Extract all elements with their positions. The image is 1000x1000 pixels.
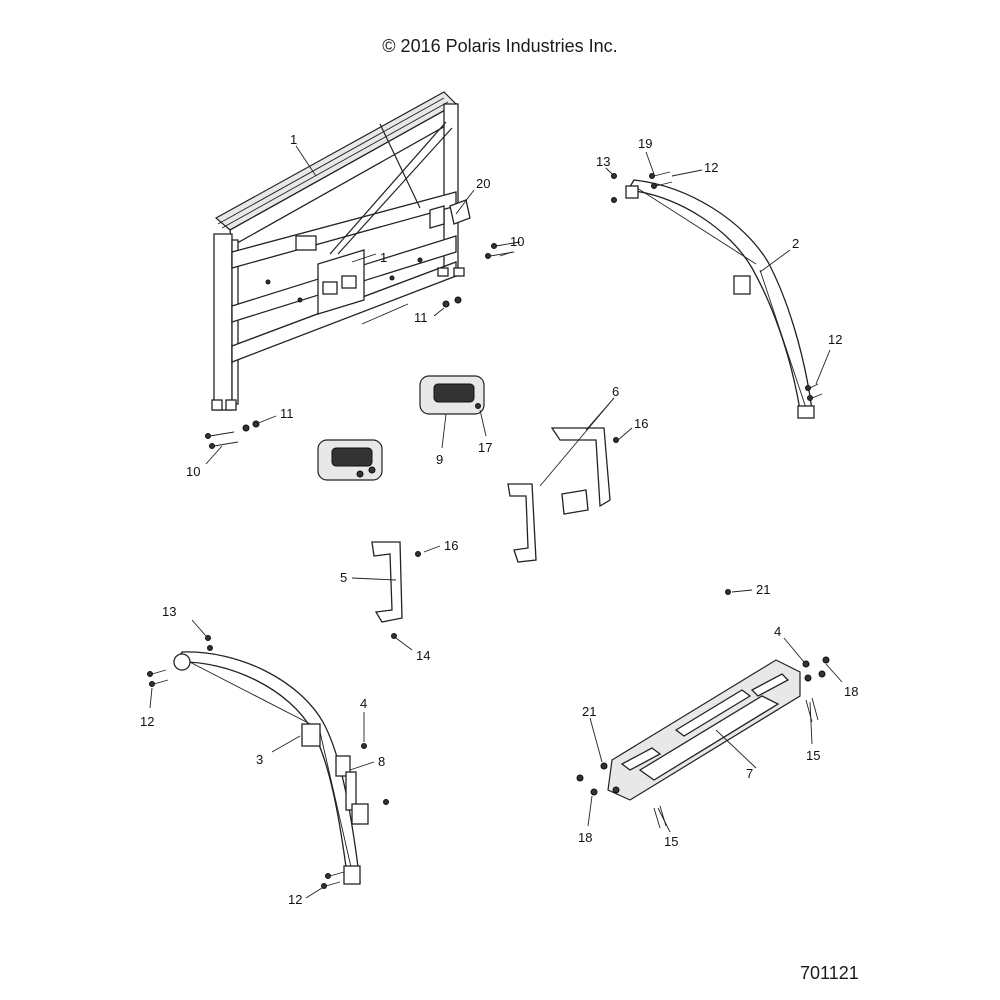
callout-12: 12 (828, 332, 842, 347)
rear-frame-part (211, 91, 465, 411)
rear-panel-part-7 (607, 659, 801, 801)
callout-3: 3 (256, 752, 263, 767)
left-cab-tube-part (173, 651, 361, 885)
rear-bracket-part-6 (507, 427, 611, 563)
callout-14: 14 (416, 648, 430, 663)
callout-4: 4 (774, 624, 781, 639)
callout-13: 13 (162, 604, 176, 619)
callout-21: 21 (756, 582, 770, 597)
callout-12: 12 (288, 892, 302, 907)
bracket-part-20 (449, 199, 471, 225)
callout-4: 4 (360, 696, 367, 711)
callout-13: 13 (596, 154, 610, 169)
copyright-notice: © 2016 Polaris Industries Inc. (382, 36, 618, 56)
document-number: 701121 (800, 963, 859, 983)
callout-12: 12 (704, 160, 718, 175)
callout-15: 15 (806, 748, 820, 763)
leader-lines (149, 145, 843, 899)
callout-10: 10 (510, 234, 524, 249)
callout-15: 15 (664, 834, 678, 849)
callout-1: 1 (290, 132, 297, 147)
callout-16: 16 (444, 538, 458, 553)
callout-8: 8 (378, 754, 385, 769)
callout-1: 1 (380, 250, 387, 265)
callout-11: 11 (280, 406, 294, 421)
callout-18: 18 (844, 684, 858, 699)
callout-2: 2 (792, 236, 799, 251)
callout-6: 6 (612, 384, 619, 399)
callout-18: 18 (578, 830, 592, 845)
callout-21: 21 (582, 704, 596, 719)
right-cab-tube-part (625, 179, 815, 419)
grab-handle-part-9 (317, 375, 485, 481)
callout-labels: 1 1 20 10 11 11 10 9 17 6 16 13 19 12 2 … (140, 132, 858, 907)
hardware-fasteners (147, 171, 830, 889)
side-bracket-part-5 (371, 541, 403, 623)
callout-7: 7 (746, 766, 753, 781)
callout-9: 9 (436, 452, 443, 467)
callout-20: 20 (476, 176, 490, 191)
callout-5: 5 (340, 570, 347, 585)
callout-11: 11 (414, 310, 428, 325)
callout-16: 16 (634, 416, 648, 431)
latch-part-8 (335, 755, 369, 825)
callout-12: 12 (140, 714, 154, 729)
callout-17: 17 (478, 440, 492, 455)
callout-19: 19 (638, 136, 652, 151)
callout-10: 10 (186, 464, 200, 479)
